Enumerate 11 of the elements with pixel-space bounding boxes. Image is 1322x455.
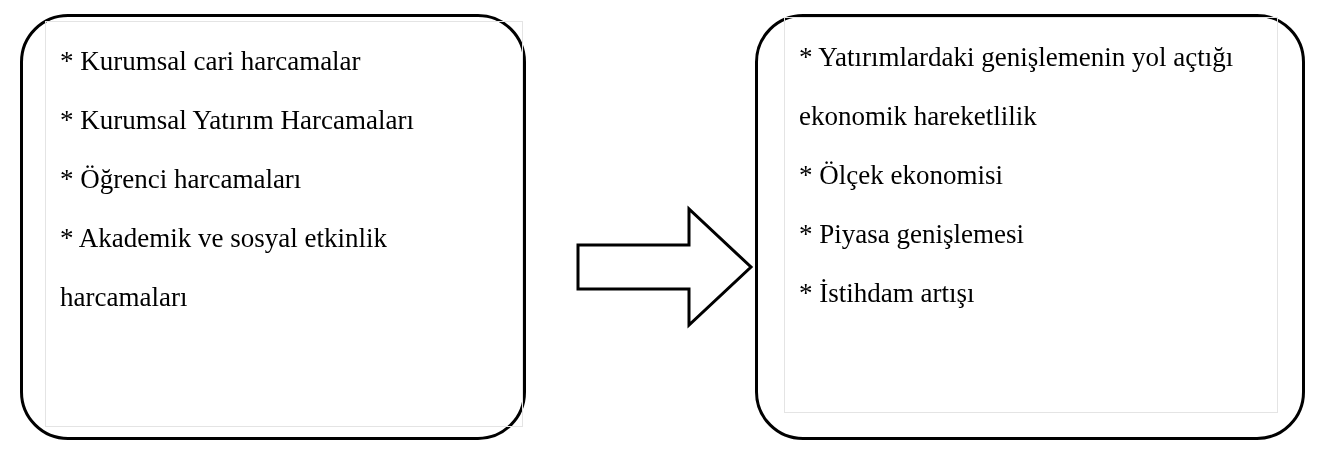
list-item: * Piyasa genişlemesi <box>799 218 1025 251</box>
list-item: * Ölçek ekonomisi <box>799 159 1004 192</box>
rounded-box <box>755 14 1305 440</box>
list-item: * Öğrenci harcamaları <box>60 163 303 196</box>
list-item: * Akademik ve sosyal etkinlik harcamaları <box>60 222 388 314</box>
list-item: * Yatırımlardaki genişlemenin yol açtığı ekonomik hareketlilik <box>799 41 1235 133</box>
list-item: * Kurumsal Yatırım Harcamaları <box>60 104 415 137</box>
list-item: * İstihdam artışı <box>799 277 976 310</box>
rounded-box <box>20 14 526 440</box>
block-arrow <box>576 205 754 329</box>
list-item: * Kurumsal cari harcamalar <box>60 45 362 78</box>
